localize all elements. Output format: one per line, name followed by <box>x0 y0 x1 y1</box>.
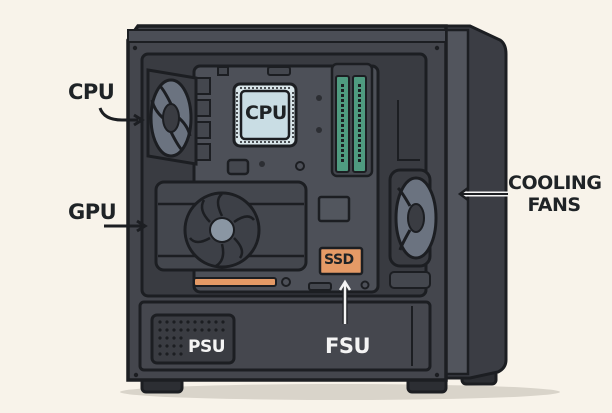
drive-bay <box>389 271 431 289</box>
psu-vent-hole <box>179 352 183 356</box>
psu-vent-hole <box>193 320 197 324</box>
psu-vent-hole <box>172 336 176 340</box>
psu-vent-hole <box>186 320 190 324</box>
cpu-callout-label: CPU <box>68 80 115 104</box>
psu-vent-hole <box>221 320 225 324</box>
case-top-rail <box>127 29 447 43</box>
cpu-arrow <box>98 107 138 122</box>
psu-vent-hole <box>179 344 183 348</box>
mb-hole <box>360 280 370 290</box>
cooling-fans-label: COOLING FANS <box>508 172 602 216</box>
psu-vent-hole <box>172 352 176 356</box>
psu-vent-hole <box>158 344 162 348</box>
chipset <box>317 195 351 223</box>
mb-vrm <box>195 99 211 117</box>
psu-vent-hole <box>186 328 190 332</box>
case-front-edge <box>444 28 470 376</box>
floor-shadow <box>120 384 560 400</box>
psu-vent-hole <box>200 328 204 332</box>
psu-vent-hole <box>172 328 176 332</box>
mb-connector <box>267 66 291 76</box>
psu-vent-hole <box>179 328 183 332</box>
cpu-chip-label: CPU <box>245 102 287 124</box>
psu-label: PSU <box>188 337 226 357</box>
mb-vrm <box>195 77 211 95</box>
cooling-line-1: COOLING <box>508 172 602 194</box>
cpu-chip <box>239 89 291 141</box>
pcie-slot <box>193 277 277 287</box>
fsu-label: FSU <box>325 334 371 358</box>
mb-hole <box>259 161 265 167</box>
mb-hole <box>295 161 305 171</box>
mb-vrm <box>195 143 211 161</box>
ssd-label: SSD <box>324 252 354 268</box>
cooling-arrow-head <box>457 187 469 201</box>
psu-vent-holes <box>158 320 225 356</box>
gpu-fan-hub <box>209 217 235 243</box>
mb-vrm <box>195 121 211 139</box>
cpu-pins <box>236 87 294 143</box>
psu-vent-hole <box>158 336 162 340</box>
rear-fan-blades <box>150 84 192 152</box>
psu-vent-hole <box>200 320 204 324</box>
psu-vent-hole <box>179 320 183 324</box>
psu-unit <box>150 313 236 365</box>
screw <box>434 45 440 51</box>
psu-vent-hole <box>221 328 225 332</box>
gpu-arrow-head <box>136 219 148 233</box>
psu-vent-hole <box>172 344 176 348</box>
gpu-fan-blades <box>189 193 255 268</box>
psu-vent-hole <box>207 320 211 324</box>
psu-vent-hole <box>158 328 162 332</box>
psu-vent-hole <box>214 328 218 332</box>
psu-vent-hole <box>165 352 169 356</box>
psu-vent-hole <box>172 320 176 324</box>
mb-hole <box>281 277 291 287</box>
cpu-arrow-head <box>133 113 145 127</box>
mb-hole <box>316 127 322 133</box>
mb-connector <box>217 66 229 76</box>
front-fan-hub <box>407 203 425 233</box>
ssd-module <box>318 246 364 276</box>
psu-vent-hole <box>165 344 169 348</box>
mb-port <box>308 282 332 291</box>
psu-vent-hole <box>193 328 197 332</box>
cooling-line-2: FANS <box>527 194 581 216</box>
rear-fan-hub <box>162 103 180 133</box>
mb-hole <box>316 95 322 101</box>
psu-vent-hole <box>165 320 169 324</box>
psu-vent-hole <box>165 336 169 340</box>
gpu-callout-label: GPU <box>68 200 117 224</box>
psu-vent-hole <box>165 328 169 332</box>
screw <box>132 45 138 51</box>
psu-vent-hole <box>214 320 218 324</box>
front-fan-blades <box>396 186 412 251</box>
psu-vent-hole <box>179 336 183 340</box>
screw <box>133 372 139 378</box>
mb-chip-small <box>226 158 250 176</box>
psu-vent-hole <box>207 328 211 332</box>
psu-vent-hole <box>158 320 162 324</box>
fsu-arrow-head <box>338 279 352 291</box>
screw <box>434 372 440 378</box>
psu-vent-hole <box>158 352 162 356</box>
